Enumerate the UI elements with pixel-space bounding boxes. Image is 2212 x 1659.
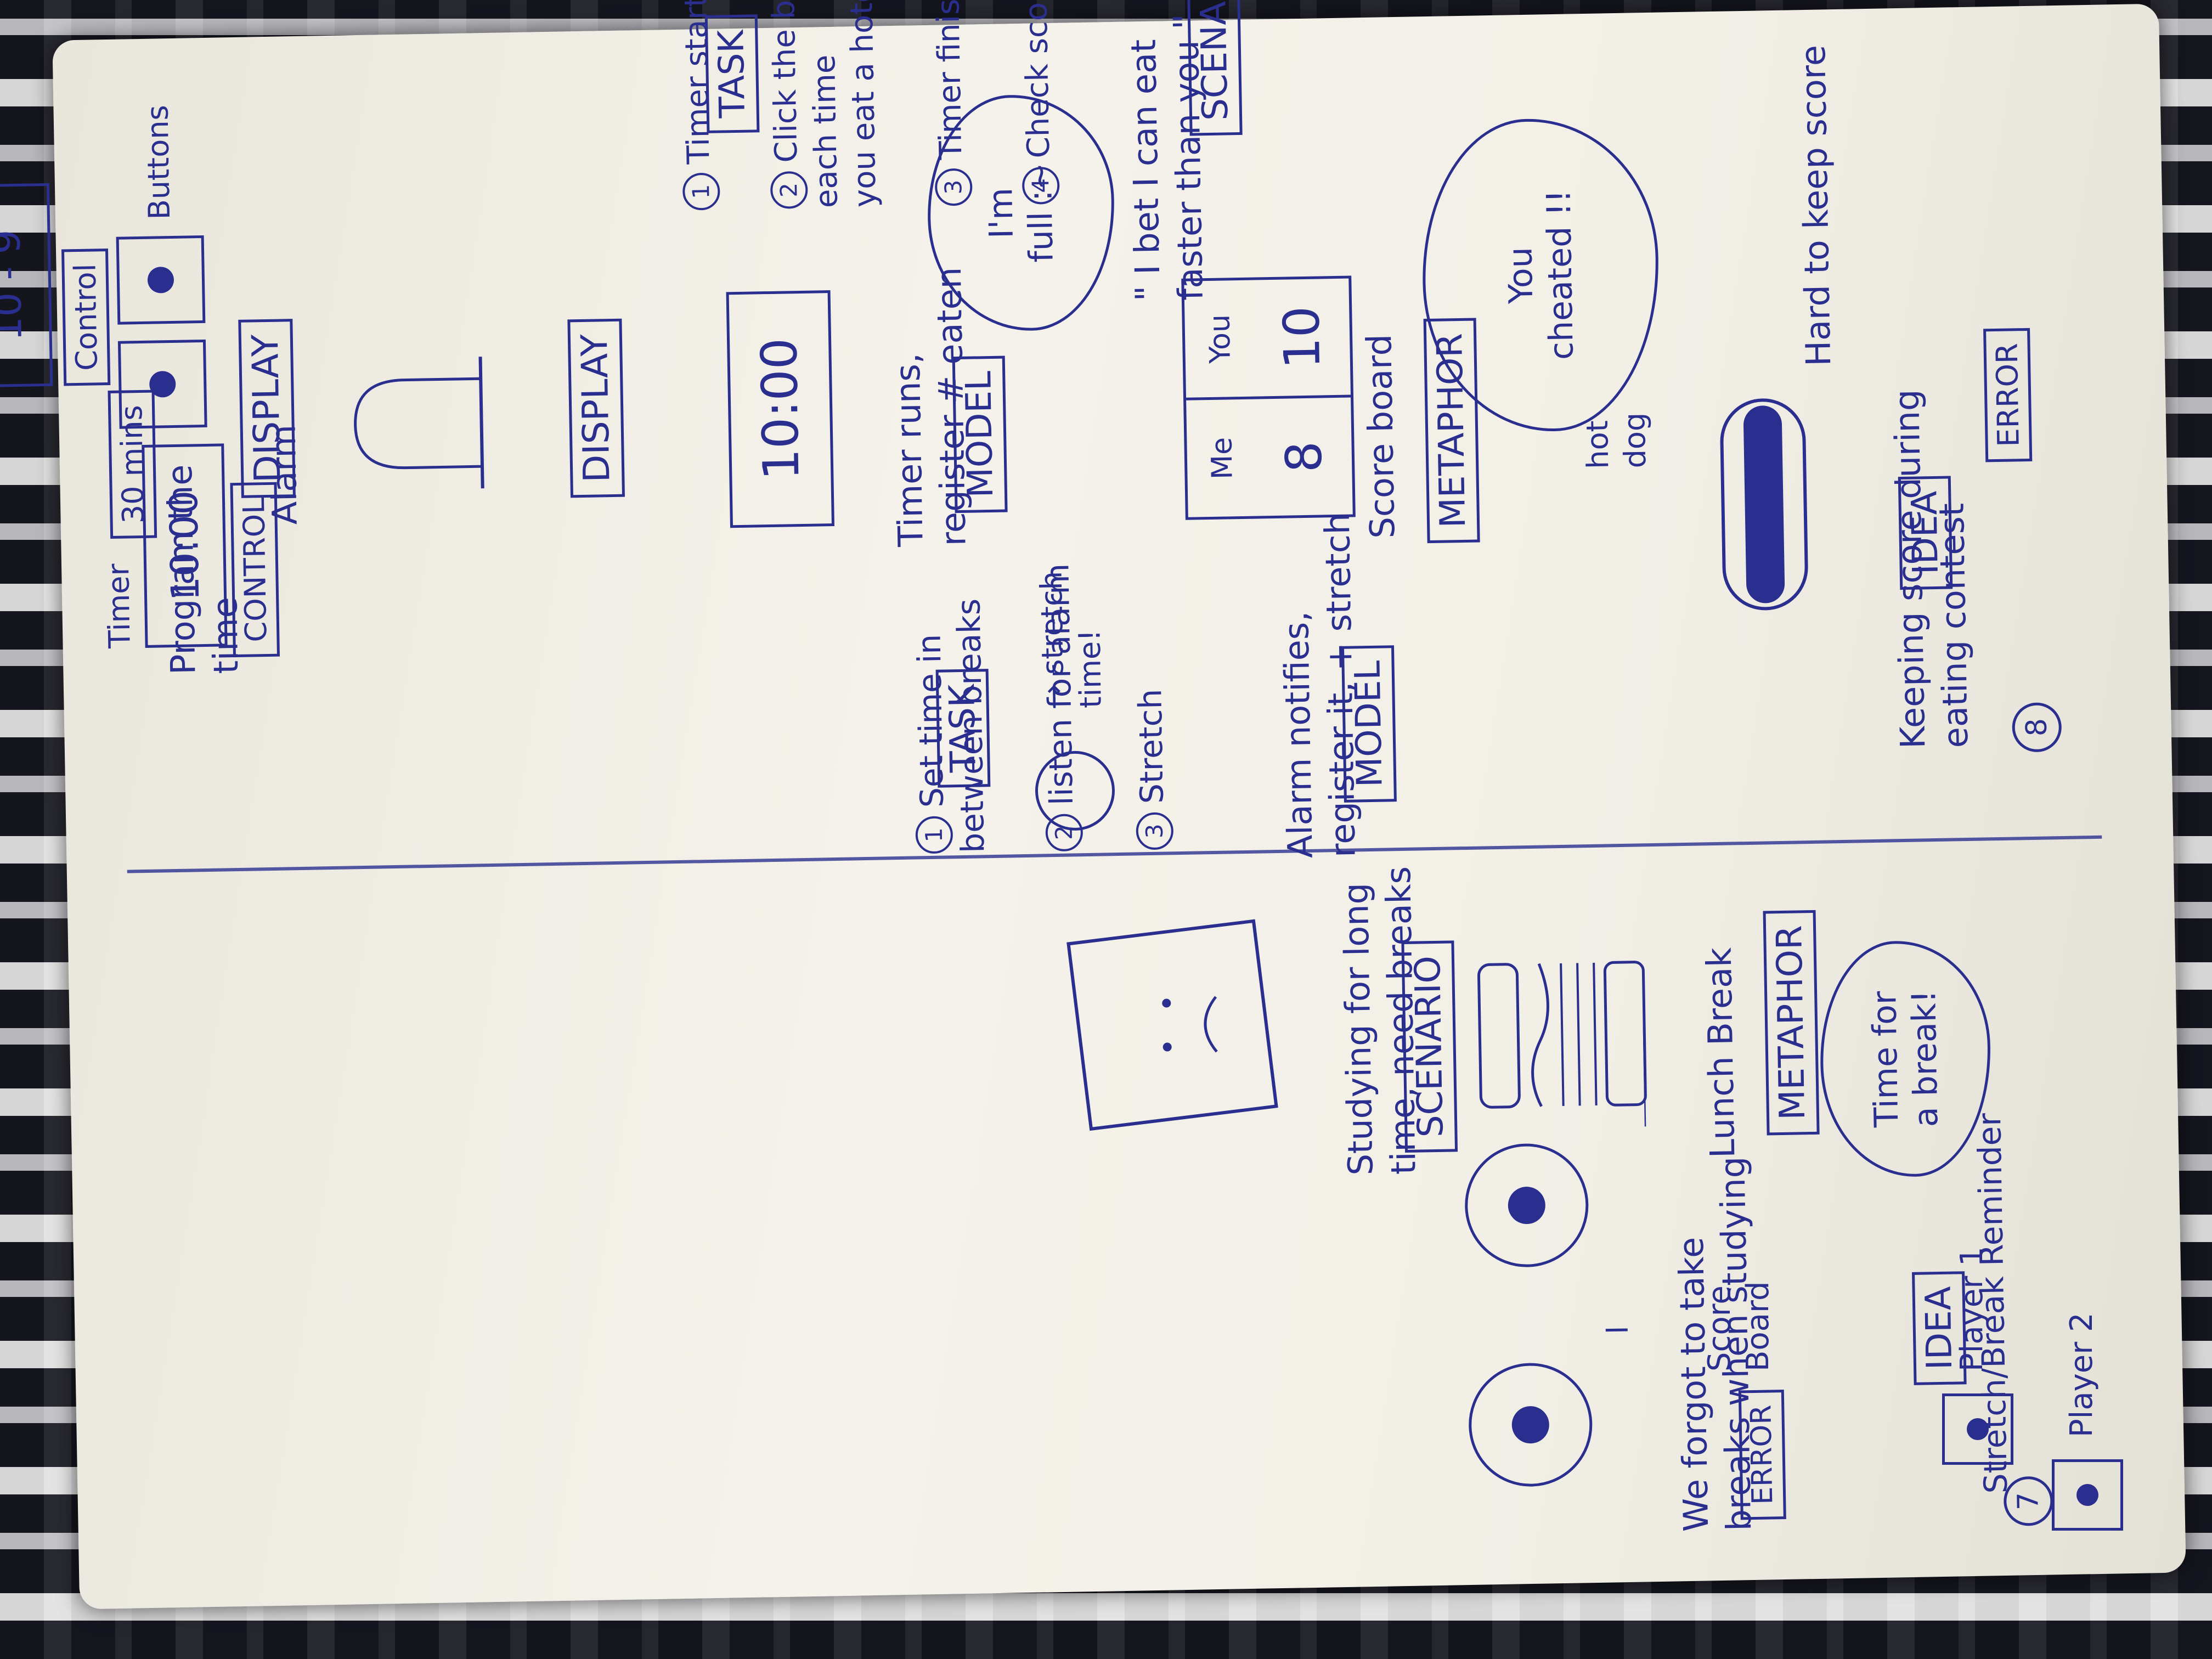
s7-task-step-1: Set time in between breaks	[910, 598, 992, 854]
s8-scenario-text: " I bet I can eat faster than you "	[1123, 13, 1211, 302]
s8-button-2[interactable]	[116, 235, 206, 325]
s8-scoreboard-sketch: Me 8 You 10	[1181, 275, 1356, 520]
alarm-clock-icon	[1035, 751, 1115, 831]
s8-display-score: 10 - 9	[0, 183, 53, 388]
s8-task-step-1: Timer starts	[678, 0, 717, 165]
s8-task-step-3: Timer finishes	[929, 0, 969, 160]
s8-score-me-label: Me	[1205, 437, 1239, 480]
s7-tired-eyes-sketch	[1465, 1028, 1647, 1487]
s8-model-timer: 10:00	[726, 290, 835, 528]
s7-idea-bubble: Time for a break!	[1818, 939, 1993, 1178]
s7-task-step-3: Stretch	[1131, 689, 1171, 804]
s8-score-me-value: 8	[1275, 441, 1334, 473]
s8-button-1[interactable]	[117, 339, 207, 429]
s8-display-buttons-label: Buttons	[140, 104, 177, 220]
s8-display-timer-label: Timer	[101, 563, 137, 649]
s7-task-step-2: listen for alarm	[1039, 563, 1081, 806]
s8-error-text: Hard to keep score	[1792, 44, 1839, 367]
s8-control-label: Control	[61, 248, 111, 386]
s7-metaphor-label: METAPHOR	[1763, 910, 1820, 1136]
hotdog-icon	[1720, 398, 1808, 611]
s7-display-label: DISPLAY	[567, 319, 625, 498]
s8-score-you-value: 10	[1273, 306, 1332, 370]
s8-score-you-label: You	[1203, 314, 1237, 364]
s8-display-timer: 10:00	[142, 443, 228, 648]
s7-metaphor-text: Lunch Break	[1699, 947, 1743, 1159]
s8-task-steps: 1Timer starts 2Click the button each tim…	[633, 0, 1108, 211]
s8-error-label: ERROR	[1983, 328, 2033, 462]
s8-idea-text: Keeping score during eating contest	[1886, 389, 1976, 749]
s8-player1-button[interactable]	[1942, 1393, 2013, 1465]
s8-metaphor-text: Score board	[1359, 334, 1403, 539]
s7-sad-book-sketch	[1066, 919, 1278, 1131]
s8-task-step-4: Check score	[1017, 0, 1057, 159]
paper-sheet: 7 IDEA Stretch/Break Reminder Time for a…	[0, 0, 2186, 1610]
s8-display-score-label: Score Board	[1702, 1281, 1776, 1372]
s8-player2-button[interactable]	[2052, 1459, 2123, 1531]
s8-display-label: DISPLAY	[238, 319, 296, 498]
section-8-number: 8	[2011, 702, 2062, 753]
sketch-frame: 7 IDEA Stretch/Break Reminder Time for a…	[0, 0, 2147, 1582]
s8-player2-label: Player 2	[2064, 1312, 2100, 1437]
s8-player1-label: Player 1	[1954, 1246, 1990, 1372]
section-divider	[117, 1513, 2147, 1582]
sandwich-icon	[1477, 961, 1647, 1109]
s8-metaphor-label: METAPHOR	[1423, 318, 1481, 544]
bell-icon	[354, 357, 484, 489]
s8-display-buttons: Buttons	[108, 98, 212, 429]
